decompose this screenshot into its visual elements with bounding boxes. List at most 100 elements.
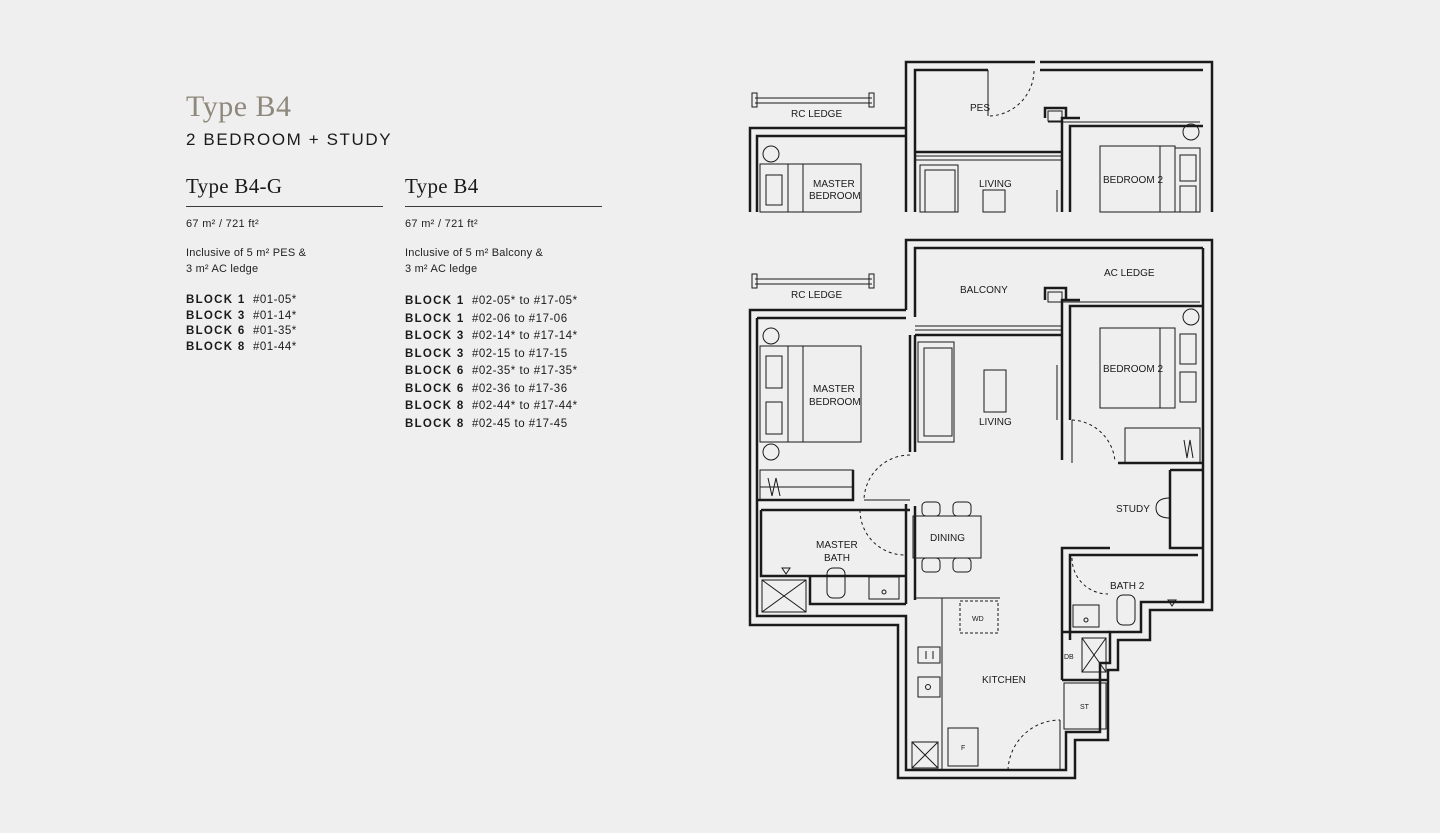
wall [913,68,988,212]
sofa [917,341,955,443]
block-label: BLOCK 6 [405,365,465,377]
wall [755,248,1205,772]
inclusive-line: Inclusive of 5 m² Balcony & [405,247,544,259]
variant-b4: Type B4 67 m² / 721 ft² Inclusive of 5 m… [405,174,602,433]
fixture [1182,308,1200,326]
variant-area: 67 m² / 721 ft² [405,218,478,230]
variant-title: Type B4-G [186,174,383,207]
block-row: BLOCK 8 #02-45 to #17-45 [405,416,602,434]
shower [761,579,807,613]
top-plan-labels: RC LEDGE PES MASTER BEDROOM LIVING BEDRO… [791,103,1163,202]
block-label: BLOCK 8 [405,417,465,430]
wall [808,576,906,606]
chair-mark [1155,497,1171,519]
fixture [762,327,780,345]
label-master-bedroom-top-2: BEDROOM [809,191,861,202]
fixture [762,443,780,461]
label-balcony: BALCONY [960,285,1008,296]
inclusive-line: 3 m² AC ledge [405,263,478,275]
label-bedroom2-top: BEDROOM 2 [1103,175,1163,186]
label-master-bedroom-2: BEDROOM [809,397,861,408]
block-label: BLOCK 6 [405,382,465,395]
wardrobe-door [1179,333,1197,365]
hob [917,646,941,664]
label-living-top: LIVING [979,179,1012,190]
block-label: BLOCK 8 [186,340,246,353]
variant-area: 67 m² / 721 ft² [186,218,259,230]
block-units: #02-45 to #17-45 [472,417,568,430]
block-row: BLOCK 1#01-05* [186,293,383,309]
sofa-inner [923,347,953,437]
label-master-bedroom-top-1: MASTER [813,179,855,190]
block-label: BLOCK 3 [405,330,465,342]
block-label: BLOCK 8 [405,400,465,412]
wall [1168,470,1203,550]
wall [1043,286,1068,300]
basin-drain [1083,617,1089,623]
chair [921,557,941,573]
label-master-bath-2: BATH [824,553,850,564]
block-units: #02-36 to #17-36 [472,382,568,395]
drain [781,567,791,575]
inclusive-line: Inclusive of 5 m² PES & [186,247,307,259]
label-db: DB [1064,654,1074,661]
wall [755,134,906,212]
label-master-bedroom-1: MASTER [813,384,855,395]
wall [1040,60,1214,212]
label-rc-ledge: RC LEDGE [791,290,842,301]
bed-head [1159,327,1176,409]
ac-box [1047,291,1063,303]
wall [1043,106,1068,118]
inclusive-line: 3 m² AC ledge [186,263,259,275]
page-subtitle: 2 BEDROOM + STUDY [186,130,393,149]
toilet [1116,594,1136,626]
label-living: LIVING [979,417,1012,428]
block-label: BLOCK 3 [405,347,465,360]
shaft-x [911,741,939,769]
ac-box [1047,110,1063,122]
dining-table [912,515,982,559]
wardrobe-door [765,401,783,435]
block-list: BLOCK 1#02-05* to #17-05* BLOCK 1#02-06 … [405,293,602,433]
page-title: Type B4 [186,90,292,123]
drain [1167,599,1177,607]
label-f: F [961,745,965,752]
wall [759,510,906,578]
top-plan [748,60,1214,213]
shaft [911,741,939,769]
door-swing [1071,419,1116,463]
ledge-post [868,92,875,108]
label-pes: PES [970,103,990,114]
block-label: BLOCK 3 [186,309,246,322]
label-bath2: BATH 2 [1110,581,1145,592]
label-master-bath-1: MASTER [816,540,858,551]
variant-inclusive: Inclusive of 5 m² PES & 3 m² AC ledge [186,245,336,277]
bed-head [787,345,804,443]
block-row: BLOCK 3 #01-14* [186,309,383,325]
label-ac-ledge: AC LEDGE [1104,268,1155,279]
block-units: #01-35* [253,325,297,338]
sink [917,676,941,698]
variant-title: Type B4 [405,174,602,207]
fridge [947,727,979,767]
chair [952,557,972,573]
chair-mark [767,477,781,497]
door-swing [987,69,1035,117]
wall [748,126,906,212]
desk [1124,427,1201,464]
wall [748,238,1214,780]
door-swing [1007,719,1061,771]
label-dining: DINING [930,533,965,544]
block-row: BLOCK 6#02-35* to #17-35* [405,363,602,381]
desk [759,469,854,501]
coffee-table [983,369,1007,413]
toilet [826,567,846,599]
block-units: #01-14* [253,309,297,322]
block-label: BLOCK 6 [186,325,246,338]
fixture [1182,123,1200,141]
block-units: #02-15 to #17-15 [472,347,568,360]
bed-head [787,163,804,213]
label-kitchen: KITCHEN [982,675,1026,686]
block-units: #01-44* [253,340,297,353]
block-units: #01-05* [253,294,297,306]
